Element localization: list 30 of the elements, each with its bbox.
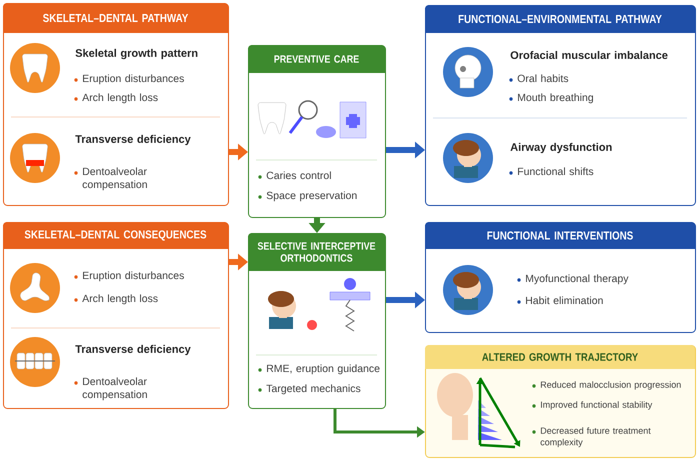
bullet-item: Functional shifts — [509, 167, 594, 176]
bullet-item: Oral habits — [509, 74, 568, 82]
bullet-item: Reduced malocclusion progression — [532, 381, 681, 390]
bullet-item: RME, eruption guidance — [258, 364, 380, 374]
bullet-item: Eruption disturbances — [74, 74, 184, 84]
panel-header: SKELETAL–DENTAL CONSEQUENCES — [3, 222, 228, 249]
subheading: Transverse deficiency — [75, 134, 191, 146]
bullet-item: Eruption disturbances — [74, 271, 184, 282]
subheading: Orofacial muscular imbalance — [510, 50, 668, 60]
bullet-item: Dentoalveolar compensation — [74, 167, 147, 190]
panel-header: FUNCTIONAL INTERVENTIONS — [425, 222, 695, 249]
bullet-item: Space preservation — [258, 191, 357, 202]
bullet-item: Habit elimination — [517, 296, 603, 304]
panel-header: SELECTIVE INTERCEPTIVE ORTHODONTICS — [248, 233, 385, 271]
bullet-item: Targeted mechanics — [258, 384, 360, 394]
bullet-item: Mouth breathing — [509, 93, 593, 104]
panel-header: FUNCTIONAL–ENVIRONMENTAL PATHWAY — [425, 5, 695, 33]
bullet-item: Arch length loss — [74, 294, 158, 304]
panel-header: PREVENTIVE CARE — [248, 45, 385, 73]
panel-header: ALTERED GROWTH TRAJECTORY — [425, 345, 695, 369]
subheading: Airway dysfunction — [510, 142, 612, 154]
panel-header: SKELETAL–DENTAL PATHWAY — [3, 3, 228, 33]
bullet-item: Decreased future treatment complexity — [532, 427, 651, 448]
bullet-item: Arch length loss — [74, 93, 158, 104]
bullet-item: Caries control — [258, 171, 331, 180]
bullet-item: Improved functional stability — [532, 401, 652, 410]
bullet-item: Dentoalveolar compensation — [74, 377, 147, 400]
bullet-item: Myofunctional therapy — [517, 274, 628, 284]
subheading: Transverse deficiency — [75, 344, 191, 356]
subheading: Skeletal growth pattern — [76, 48, 198, 60]
